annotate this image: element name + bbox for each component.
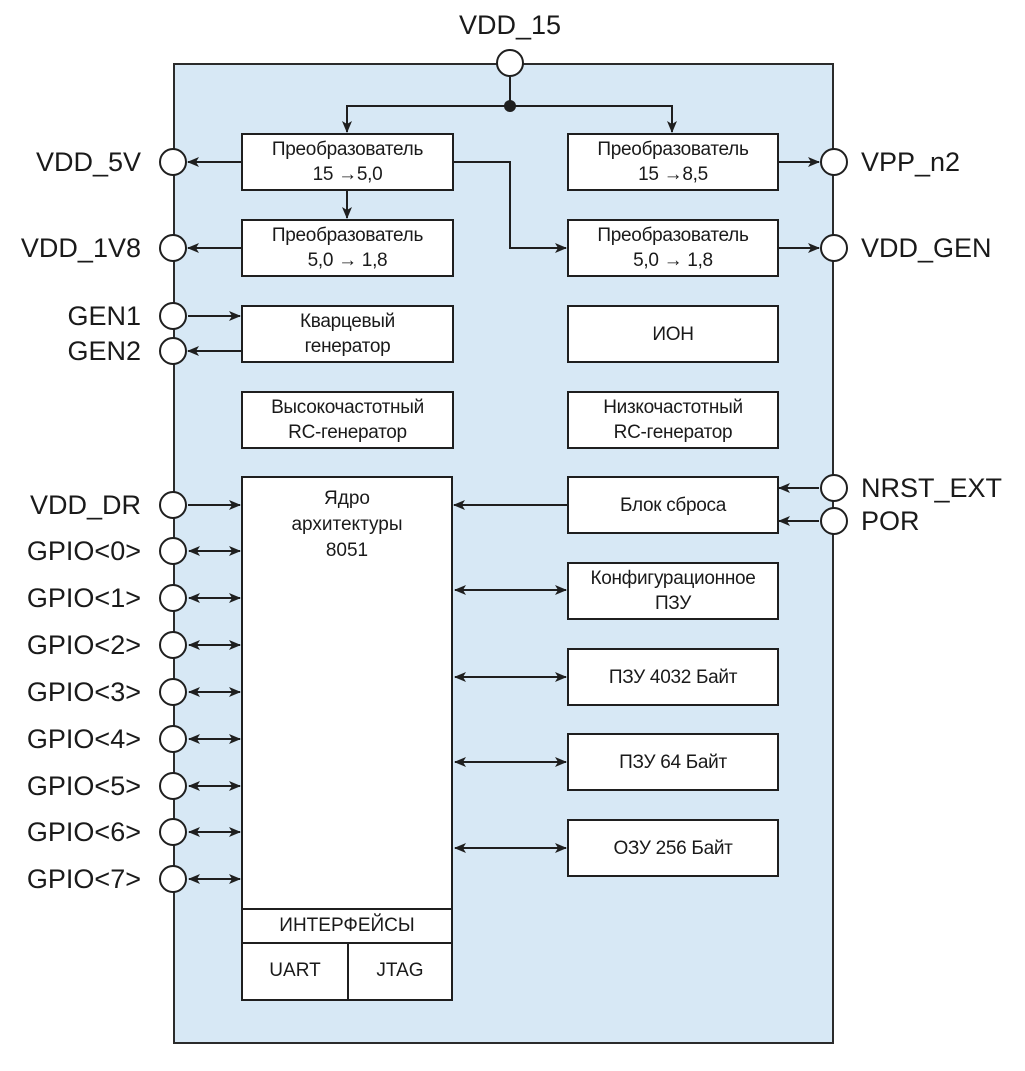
gpio-5-pin	[159, 772, 187, 800]
interface-jtag: JTAG	[376, 959, 424, 981]
vpp-n2-pin	[820, 148, 848, 176]
vdd-gen-pin	[820, 234, 848, 262]
gpio-3-label: GPIO<3>	[26, 677, 141, 707]
gpio-6-pin	[159, 818, 187, 846]
wire-vdd15-to-conv-15-85	[510, 105, 677, 133]
block-rom-64: ПЗУ 64 Байт	[567, 733, 779, 791]
vdd-dr-label: VDD_DR	[29, 490, 141, 520]
block-converter-5-to-1-8-right: Преобразователь 5,0 → 1,8	[567, 219, 779, 277]
gpio-4-label: GPIO<4>	[26, 724, 141, 754]
block-8051-core: Ядро архитектуры 8051 ИНТЕРФЕЙСЫ UART JT…	[241, 476, 453, 1001]
block-voltage-reference: ИОН	[567, 305, 779, 363]
block-converter-15-to-8-5: Преобразователь 15 →8,5	[567, 133, 779, 191]
vdd-gen-label: VDD_GEN	[861, 233, 992, 263]
por-label: POR	[861, 506, 920, 536]
vdd-15-pin	[496, 49, 524, 77]
gpio-1-pin	[159, 584, 187, 612]
block-reset-unit: Блок сброса	[567, 476, 779, 534]
gpio-0-label: GPIO<0>	[26, 536, 141, 566]
core-title: Ядро архитектуры 8051	[291, 488, 403, 561]
vdd-1v8-label: VDD_1V8	[20, 233, 141, 263]
gpio-7-pin	[159, 865, 187, 893]
block-converter-5-to-1-8-left: Преобразователь 5,0 → 1,8	[241, 219, 454, 277]
gpio-2-label: GPIO<2>	[26, 630, 141, 660]
block-converter-15-to-5: Преобразователь 15 →5,0	[241, 133, 454, 191]
nrst-ext-pin	[820, 474, 848, 502]
vdd-1v8-pin	[159, 234, 187, 262]
gpio-6-label: GPIO<6>	[26, 817, 141, 847]
interfaces-header: ИНТЕРФЕЙСЫ	[241, 908, 453, 944]
gpio-2-pin	[159, 631, 187, 659]
gen2-label: GEN2	[67, 336, 141, 366]
por-pin	[820, 507, 848, 535]
gen1-label: GEN1	[67, 301, 141, 331]
gpio-3-pin	[159, 678, 187, 706]
wire-vdd15-to-conv-15-5	[342, 105, 510, 133]
gpio-7-label: GPIO<7>	[26, 864, 141, 894]
vpp-n2-label: VPP_n2	[861, 147, 961, 177]
vdd-dr-pin	[159, 491, 187, 519]
block-config-rom: Конфигурационное ПЗУ	[567, 562, 779, 620]
block-rom-4032: ПЗУ 4032 Байт	[567, 648, 779, 706]
gpio-1-label: GPIO<1>	[26, 583, 141, 613]
nrst-ext-label: NRST_EXT	[861, 473, 1003, 503]
block-ram-256: ОЗУ 256 Байт	[567, 819, 779, 877]
gpio-0-pin	[159, 537, 187, 565]
junction-dot	[504, 100, 516, 112]
wire-conv15-5-to-conv5-18-right	[453, 161, 567, 253]
gen1-pin	[159, 302, 187, 330]
vdd-5v-pin	[159, 148, 187, 176]
gpio-4-pin	[159, 725, 187, 753]
vdd-15-label: VDD_15	[459, 10, 562, 40]
block-hf-rc-oscillator: Высокочастотный RC-генератор	[241, 391, 454, 449]
block-lf-rc-oscillator: Низкочастотный RC-генератор	[567, 391, 779, 449]
gen2-pin	[159, 337, 187, 365]
block-crystal-oscillator: Кварцевый генератор	[241, 305, 454, 363]
gpio-5-label: GPIO<5>	[26, 771, 141, 801]
vdd-5v-label: VDD_5V	[35, 147, 141, 177]
interface-uart: UART	[243, 942, 349, 999]
